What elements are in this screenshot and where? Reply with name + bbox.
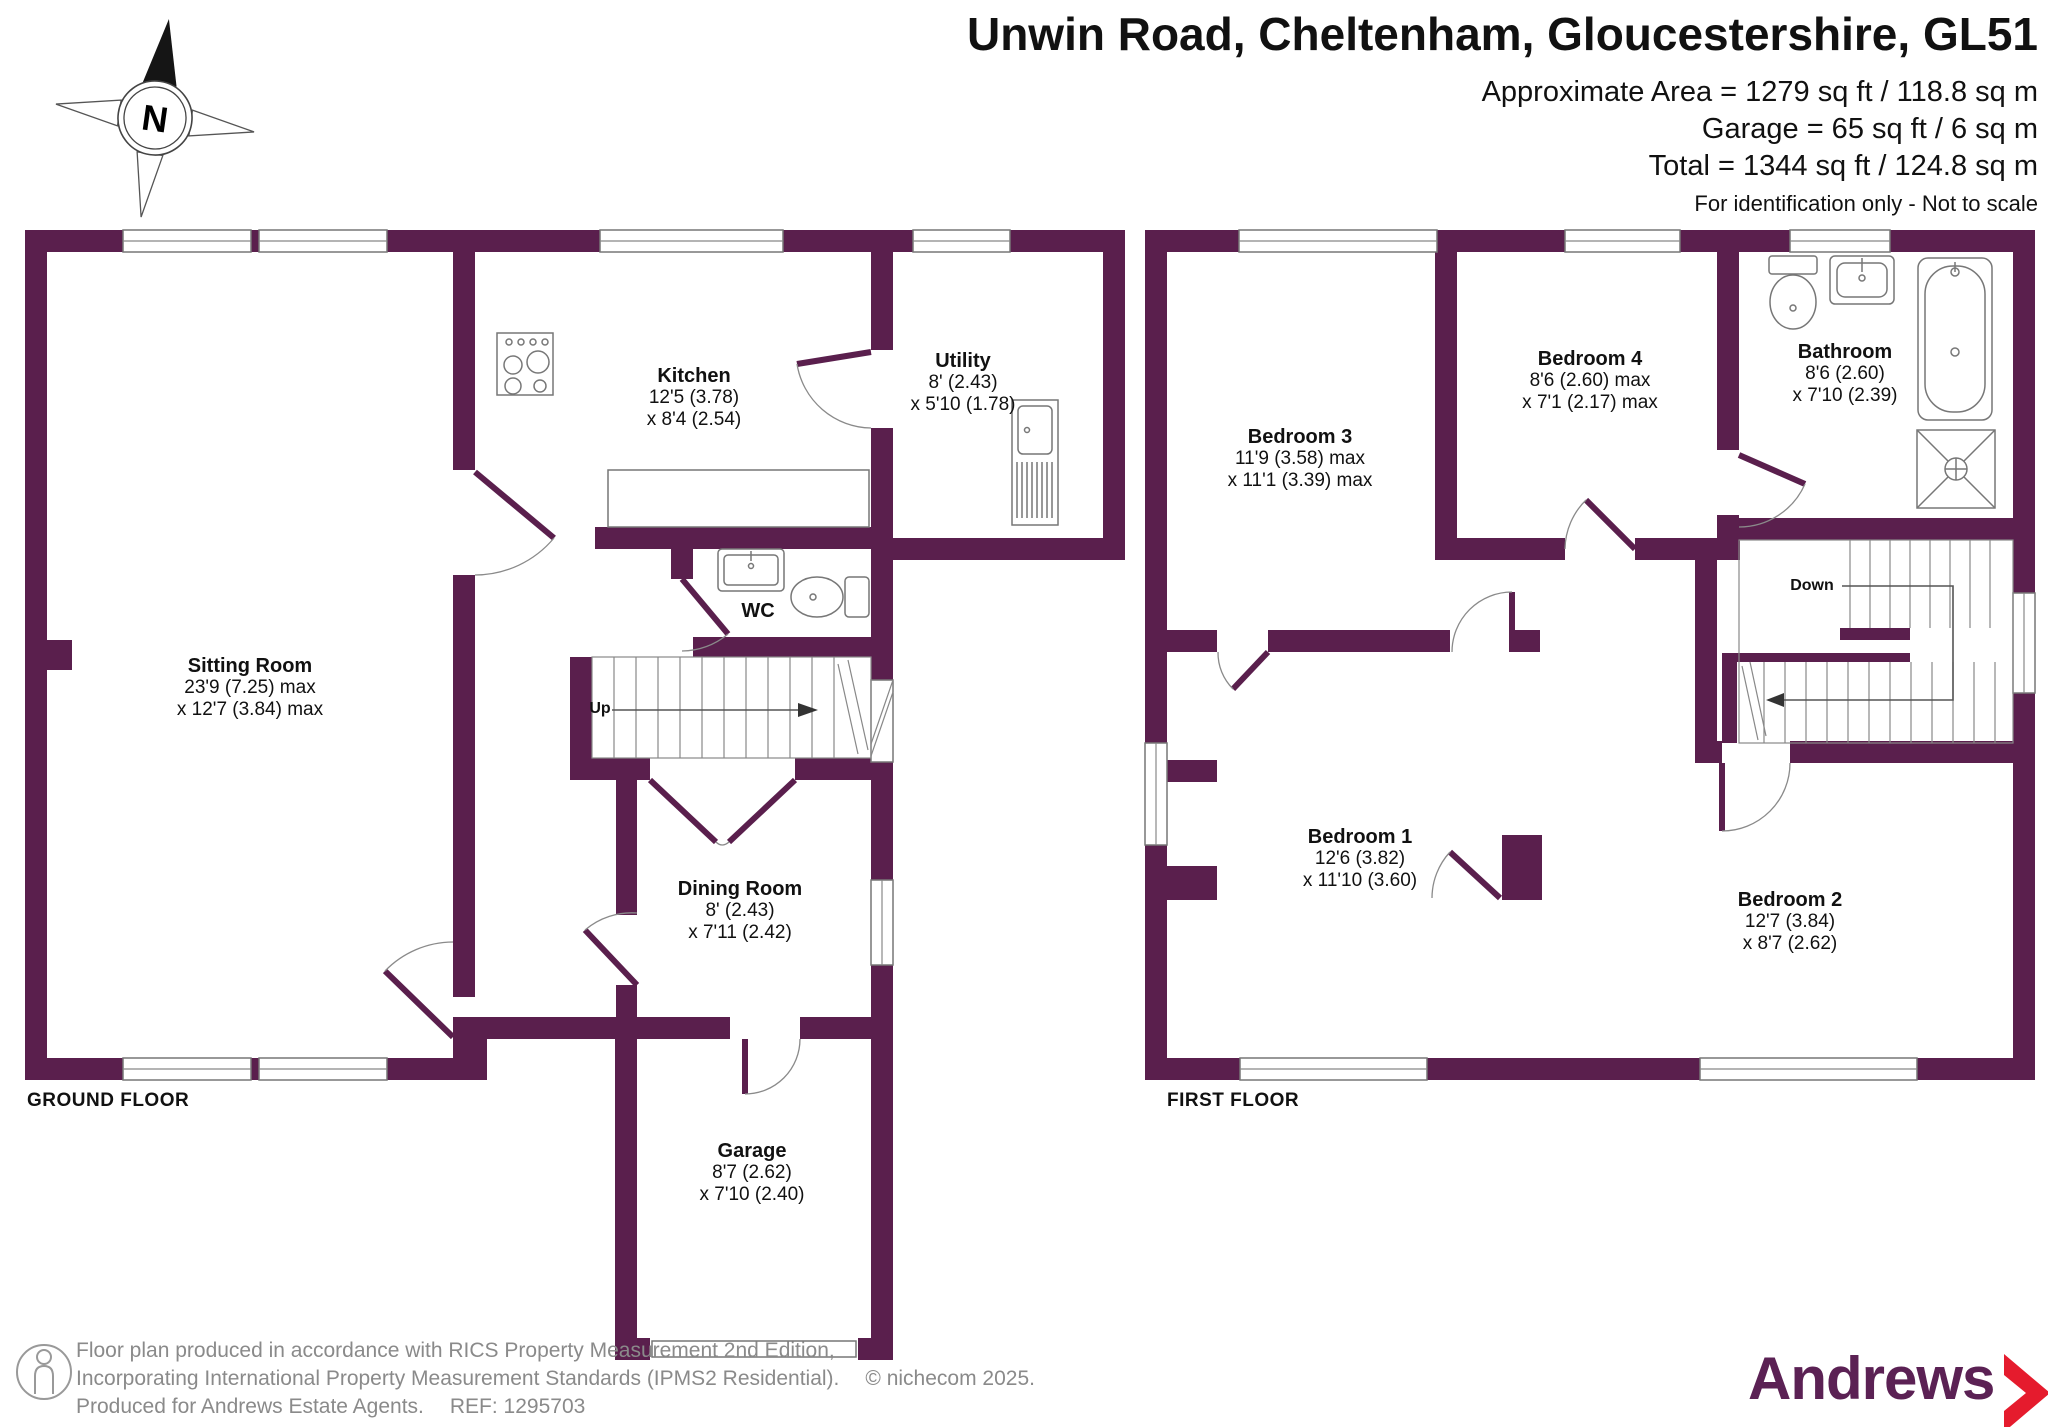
bathroom-toilet-icon xyxy=(1768,255,1818,330)
room-dim: 8' (2.43) xyxy=(928,372,998,393)
shower-icon xyxy=(1916,429,1996,509)
ground-floor-doors xyxy=(382,349,872,1095)
compass-west-arm xyxy=(55,99,122,127)
room-label-wc: WC xyxy=(741,600,774,622)
room-label-bathroom: Bathroom 8'6 (2.60) x 7'10 (2.39) xyxy=(1792,341,1897,407)
room-name: Utility xyxy=(935,350,991,372)
room-dim: 11'9 (3.58) max xyxy=(1234,448,1366,469)
disclaimer: For identification only - Not to scale xyxy=(1694,191,2038,216)
room-dim: x 7'10 (2.39) xyxy=(1792,385,1898,406)
stairs-up-label: Up xyxy=(589,700,611,717)
first-floor-walls xyxy=(1145,230,2035,1080)
north-arrow-icon xyxy=(142,18,177,87)
room-label-sitting-room: Sitting Room 23'9 (7.25) max x 12'7 (3.8… xyxy=(177,655,323,721)
room-dim: 8'6 (2.60) xyxy=(1805,363,1885,384)
header: Unwin Road, Cheltenham, Gloucestershire,… xyxy=(967,8,2038,217)
room-name: Garage xyxy=(717,1140,787,1162)
utility-sink-icon xyxy=(1011,399,1059,526)
logo-text: Andrews xyxy=(1748,1345,1995,1412)
compass-east-arm xyxy=(188,109,255,137)
room-label-utility: Utility 8' (2.43) x 5'10 (1.78) xyxy=(910,350,1015,416)
room-dim: 8'7 (2.62) xyxy=(712,1162,792,1183)
room-dim: x 8'7 (2.62) xyxy=(1742,933,1838,954)
ground-floor-walls xyxy=(25,230,1125,1360)
wc-sink-icon xyxy=(717,548,785,592)
chevron-right-icon xyxy=(2004,1354,2048,1427)
room-dim: x 8'4 (2.54) xyxy=(646,409,742,430)
andrews-logo: Andrews xyxy=(1748,1336,2048,1427)
wc-toilet-icon xyxy=(790,576,870,618)
garage-area: Garage = 65 sq ft / 6 sq m xyxy=(1701,113,2038,145)
first-floor-plan xyxy=(1144,229,2036,1081)
room-label-garage: Garage 8'7 (2.62) x 7'10 (2.40) xyxy=(699,1140,804,1206)
room-name: Kitchen xyxy=(657,365,731,387)
stairs-up xyxy=(591,656,872,759)
room-label-bedroom-4: Bedroom 4 8'6 (2.60) max x 7'1 (2.17) ma… xyxy=(1522,348,1658,414)
room-dim: 8'6 (2.60) max xyxy=(1529,370,1651,391)
bathroom-sink-icon xyxy=(1829,255,1895,305)
room-label-bedroom-3: Bedroom 3 11'9 (3.58) max x 11'1 (3.39) … xyxy=(1228,426,1373,492)
room-label-kitchen: Kitchen 12'5 (3.78) x 8'4 (2.54) xyxy=(647,365,741,431)
footer-disclaimer: Floor plan produced in accordance with R… xyxy=(76,1337,1035,1421)
footer-line-3: Produced for Andrews Estate Agents. REF: … xyxy=(76,1393,1035,1421)
footer-copyright: © nichecom 2025. xyxy=(865,1367,1035,1390)
room-dim: x 7'10 (2.40) xyxy=(699,1184,805,1205)
compass-north-label: N xyxy=(139,96,170,140)
first-floor-fixtures xyxy=(1738,255,2014,744)
room-dim: 12'6 (3.82) xyxy=(1314,848,1406,869)
room-dim: 12'5 (3.78) xyxy=(648,387,740,408)
footer-line-2: Incorporating International Property Mea… xyxy=(76,1365,1035,1393)
footer-line-1: Floor plan produced in accordance with R… xyxy=(76,1339,835,1362)
room-name: Dining Room xyxy=(677,878,803,900)
room-dim: 8' (2.43) xyxy=(705,900,775,921)
kitchen-counter xyxy=(607,469,870,528)
garage-door xyxy=(651,1340,857,1358)
room-name: Bedroom 1 xyxy=(1307,826,1413,848)
compass-south-arm xyxy=(136,151,164,218)
person-icon xyxy=(16,1344,72,1400)
room-name: Sitting Room xyxy=(187,655,313,677)
room-dim: x 11'10 (3.60) xyxy=(1302,870,1418,891)
room-label-bedroom-1: Bedroom 1 12'6 (3.82) x 11'10 (3.60) xyxy=(1303,826,1417,892)
room-dim: 23'9 (7.25) max xyxy=(184,677,316,698)
footer-standards: Incorporating International Property Mea… xyxy=(76,1367,840,1390)
room-dim: x 7'1 (2.17) max xyxy=(1522,392,1658,413)
total-area: Total = 1344 sq ft / 124.8 sq m xyxy=(1648,150,2038,182)
room-name: WC xyxy=(741,600,775,622)
approximate-area: Approximate Area = 1279 sq ft / 118.8 sq… xyxy=(1481,76,2038,108)
footer-produced-for: Produced for Andrews Estate Agents. xyxy=(76,1395,424,1418)
first-floor-title: FIRST FLOOR xyxy=(1167,1090,1300,1111)
footer-ref: REF: 1295703 xyxy=(449,1395,586,1418)
room-dim: 12'7 (3.84) xyxy=(1744,911,1836,932)
area-summary: Approximate Area = 1279 sq ft / 118.8 sq… xyxy=(967,74,2038,185)
room-name: Bedroom 4 xyxy=(1537,348,1643,370)
stairs-down-label: Down xyxy=(1790,577,1834,594)
stair-window xyxy=(870,679,894,763)
page-title: Unwin Road, Cheltenham, Gloucestershire,… xyxy=(966,8,2038,60)
room-name: Bedroom 3 xyxy=(1247,426,1353,448)
first-floor-windows xyxy=(1144,229,2036,1081)
room-dim: x 12'7 (3.84) max xyxy=(176,699,324,720)
bath-icon xyxy=(1917,257,1993,421)
room-dim: x 11'1 (3.39) max xyxy=(1227,470,1373,491)
ground-floor-fixtures xyxy=(496,332,1059,759)
ground-floor-windows xyxy=(122,229,1011,1358)
room-dim: x 7'11 (2.42) xyxy=(688,922,792,943)
room-name: Bedroom 2 xyxy=(1737,889,1843,911)
compass-rose: N xyxy=(55,18,255,218)
room-label-bedroom-2: Bedroom 2 12'7 (3.84) x 8'7 (2.62) xyxy=(1738,889,1842,955)
room-dim: x 5'10 (1.78) xyxy=(910,394,1016,415)
stairs-down xyxy=(1738,539,2014,744)
room-label-dining-room: Dining Room 8' (2.43) x 7'11 (2.42) xyxy=(678,878,802,944)
ground-floor-title: GROUND FLOOR xyxy=(27,1090,190,1111)
stove-icon xyxy=(496,332,554,396)
first-floor-doors xyxy=(1217,452,1807,901)
ground-floor-plan xyxy=(25,229,1125,1360)
room-name: Bathroom xyxy=(1797,341,1893,363)
